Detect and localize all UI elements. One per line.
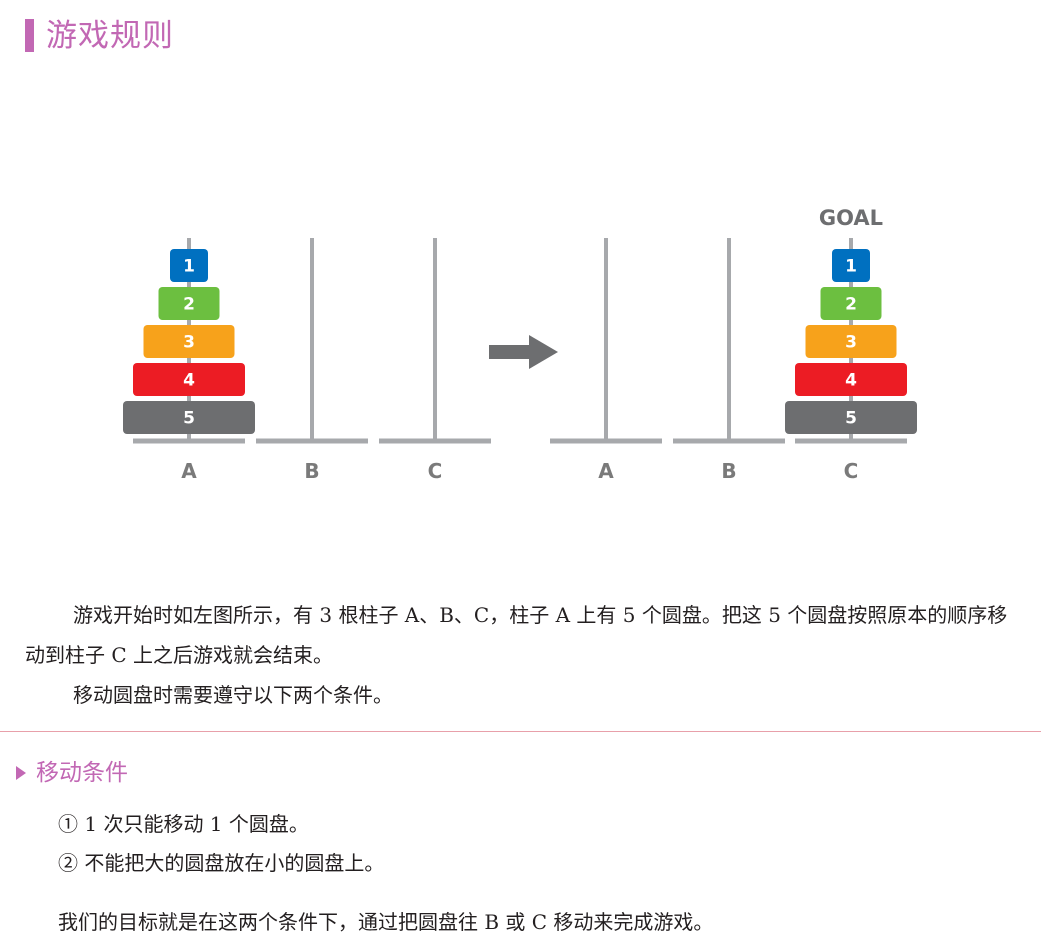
intro-paragraph: 游戏开始时如左图所示，有 3 根柱子 A、B、C，柱子 A 上有 5 个圆盘。把… — [25, 595, 1025, 715]
peg-label-B: B — [304, 459, 319, 483]
disk-label: 2 — [183, 295, 195, 315]
disk-label: 5 — [845, 409, 857, 429]
disk-2 — [158, 287, 220, 320]
right-arrow-icon — [489, 335, 558, 369]
section-divider — [0, 731, 1041, 732]
disk-1 — [170, 249, 208, 282]
disk-4 — [133, 363, 245, 396]
disk-label: 1 — [183, 257, 195, 277]
goal-statement: 我们的目标就是在这两个条件下，通过把圆盘往 B 或 C 移动来完成游戏。 — [58, 910, 714, 934]
page-title: 游戏规则 — [46, 18, 174, 54]
disk-label: 4 — [845, 371, 857, 391]
peg-pole — [433, 238, 437, 441]
title-accent-bar — [25, 19, 34, 52]
rule-item: ① 1 次只能移动 1 个圆盘。 — [58, 812, 309, 836]
peg-label-A: A — [598, 459, 614, 483]
disk-label: 3 — [183, 333, 195, 353]
disk-label: 2 — [845, 295, 857, 315]
peg-label-C: C — [428, 459, 443, 483]
disk-label: 1 — [845, 257, 857, 277]
peg-label-A: A — [181, 459, 197, 483]
disk-label: 5 — [183, 409, 195, 429]
peg-pole — [310, 238, 314, 441]
rule-item: ② 不能把大的圆盘放在小的圆盘上。 — [58, 851, 385, 875]
disks-group: 1 2 3 4 5 1 2 3 4 5 — [123, 249, 917, 434]
disk-2 — [820, 287, 882, 320]
peg-label-C: C — [844, 459, 859, 483]
disk-3 — [143, 325, 235, 358]
peg-pole — [604, 238, 608, 441]
tower-of-hanoi-diagram: 1 2 3 4 5 1 2 3 4 5 A B C A B C GOAL — [123, 206, 917, 483]
disk-label: 3 — [845, 333, 857, 353]
goal-label: GOAL — [819, 206, 883, 230]
conditions-intro-text: 移动圆盘时需要遵守以下两个条件。 — [73, 683, 393, 707]
peg-label-B: B — [721, 459, 736, 483]
section-title: 移动条件 — [36, 760, 128, 786]
intro-text: 游戏开始时如左图所示，有 3 根柱子 A、B、C，柱子 A 上有 5 个圆盘。把… — [25, 603, 1008, 667]
disk-5 — [785, 401, 917, 434]
disk-3 — [805, 325, 897, 358]
disk-5 — [123, 401, 255, 434]
peg-pole — [727, 238, 731, 441]
rules-list: ① 1 次只能移动 1 个圆盘。 ② 不能把大的圆盘放在小的圆盘上。 — [58, 805, 384, 883]
triangle-bullet-icon — [16, 766, 26, 780]
disk-label: 4 — [183, 371, 195, 391]
disk-1 — [832, 249, 870, 282]
disk-4 — [795, 363, 907, 396]
